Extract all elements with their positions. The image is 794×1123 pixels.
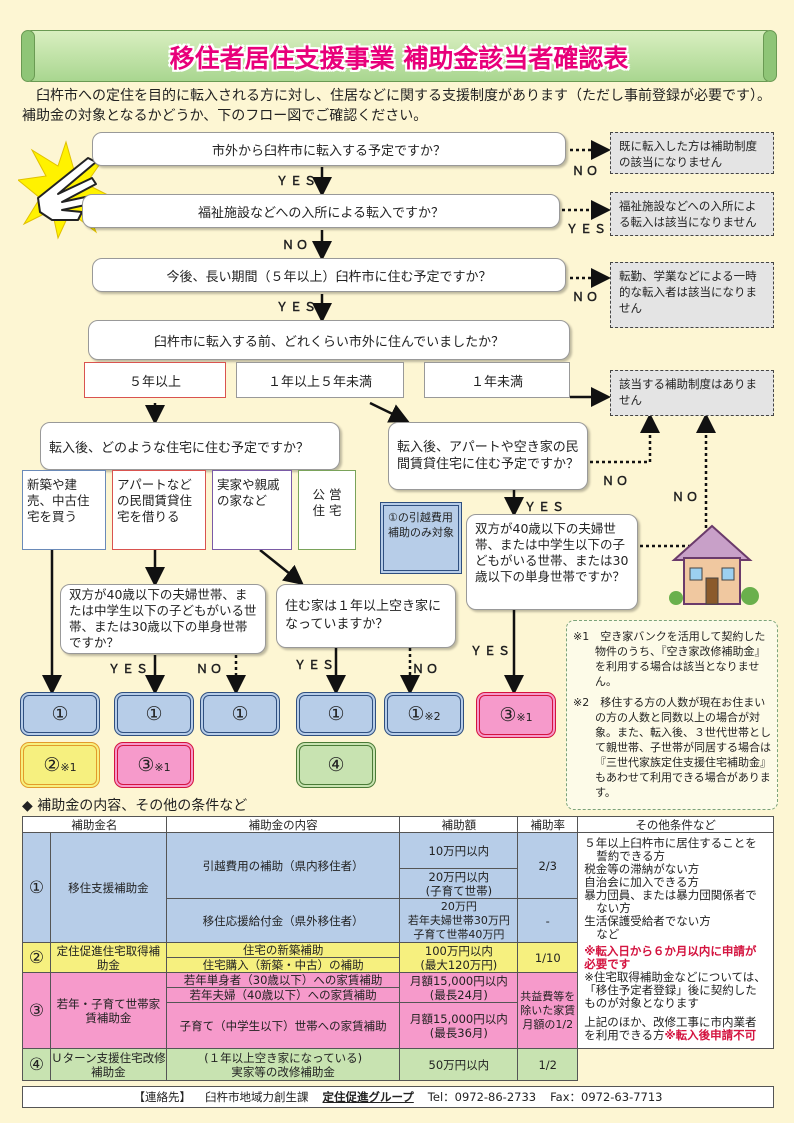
- housing-public: 公 営 住 宅: [298, 470, 356, 550]
- result-1b: ①: [114, 692, 194, 736]
- table-row: ② 定住促進住宅取得補助金 住宅の新築補助 100万円以内 (最大120万円) …: [22, 942, 774, 973]
- footnote-2: ※2 移住する方の人数が現在お住まいの方の人数と同数以上の場合が対象。また、転入…: [573, 696, 771, 799]
- question-5: 転入後、どのような住宅に住む予定ですか？: [40, 422, 340, 470]
- label-no-3: ＮＯ: [572, 290, 601, 304]
- page-title: 移住者居住支援事業 補助金該当者確認表: [169, 44, 629, 73]
- option-1-to-5-years: １年以上５年未満: [236, 362, 404, 398]
- table-row: 移住応援給付金（県外移住者） 20万円 若年夫婦世帯30万円 子育て世帯40万円…: [23, 898, 774, 943]
- label-yes-7: ＹＥＳ: [108, 662, 151, 676]
- option-under-1-year: １年未満: [424, 362, 570, 398]
- result-1-note2: ①※2: [384, 692, 464, 736]
- banner-curl-right: [763, 30, 777, 82]
- result-1c: ①: [200, 692, 280, 736]
- pointing-hand-icon: [18, 140, 114, 240]
- result-4: ④: [296, 742, 376, 788]
- label-no-1: ＮＯ: [572, 164, 601, 178]
- result-1d: ①: [296, 692, 376, 736]
- note-welfare-facility: 福祉施設などへの入所による転入は該当になりません: [610, 192, 774, 236]
- only-moving-cost-note: ①の引越費用補助のみ対象: [380, 502, 462, 574]
- contact-tel: Tel：0972-86-2733: [427, 1090, 537, 1104]
- result-2-note1: ②※1: [20, 742, 100, 788]
- housing-family-home: 実家や親戚の家など: [212, 470, 292, 550]
- title-banner: 移住者居住支援事業 補助金該当者確認表: [21, 30, 777, 82]
- label-yes-8: ＹＥＳ: [294, 658, 337, 672]
- col-header-name: 補助金名: [22, 816, 167, 833]
- question-6: 転入後、アパートや空き家の民間賃貸住宅に住む予定ですか？: [388, 422, 588, 490]
- question-2: 福祉施設などへの入所による転入ですか？: [82, 194, 560, 228]
- question-1: 市外から臼杵市に転入する予定ですか？: [92, 132, 566, 166]
- result-3-note1-b: ③※1: [114, 742, 194, 788]
- label-yes-1: ＹＥＳ: [276, 174, 319, 188]
- label-no-7: ＮＯ: [196, 662, 225, 676]
- label-no-2: ＮＯ: [282, 238, 311, 252]
- table-row: 子育て（中学生以下）世帯への家賃補助 月額15,000円以内 (最長36月): [23, 1002, 774, 1049]
- conditions-cell: ５年以上臼杵市に居住することを誓約できる方 税金等の滞納がない方 自治会に加入で…: [577, 832, 774, 1049]
- note-not-applicable: 該当する補助制度はありません: [610, 370, 774, 416]
- housing-rent: アパートなどの民間賃貸住宅を借りる: [112, 470, 206, 550]
- contact-bar: 【連絡先】 臼杵市地域力創生課 定住促進グループ Tel：0972-86-273…: [22, 1086, 774, 1108]
- result-3-note1-a: ③※1: [476, 692, 556, 738]
- table-header-row: 補助金名 補助金の内容 補助額 補助率 その他条件など: [22, 816, 774, 833]
- note-temporary: 転勤、学業などによる一時的な転入者は該当になりません: [610, 262, 774, 328]
- footnote-1: ※1 空き家バンクを活用して契約した物件のうち、『空き家改修補助金』を利用する場…: [573, 630, 766, 688]
- table-row: 住宅購入（新築・中古）の補助: [23, 957, 774, 973]
- table-row: ④ Ｕターン支援住宅改修補助金 (１年以上空き家になっている) 実家等の改修補助…: [22, 1048, 774, 1081]
- subsidy-table: 補助金名 補助金の内容 補助額 補助率 その他条件など ① 移住支援補助金 引越…: [22, 816, 774, 1081]
- question-8: 住む家は１年以上空き家になっていますか？: [276, 584, 456, 648]
- col-header-content: 補助金の内容: [165, 816, 401, 833]
- footnotes-box: ※1 空き家バンクを活用して契約した物件のうち、『空き家改修補助金』を利用する場…: [566, 620, 778, 810]
- option-5-years-plus: ５年以上: [84, 362, 226, 398]
- note-already-moved: 既に転入した方は補助制度の該当になりません: [610, 132, 774, 174]
- contact-group: 定住促進グループ: [322, 1090, 414, 1104]
- label-yes-3: ＹＥＳ: [276, 300, 319, 314]
- result-1a: ①: [20, 692, 100, 736]
- question-7: 双方が40歳以下の夫婦世帯、または中学生以下の子どもがいる世帯、または30歳以下…: [60, 584, 266, 654]
- label-no-9: ＮＯ: [672, 490, 701, 504]
- label-no-8: ＮＯ: [412, 662, 441, 676]
- housing-buy: 新築や建売、中古住宅を買う: [22, 470, 106, 550]
- col-header-amount: 補助額: [399, 816, 519, 833]
- table-row: 20万円以内 (子育て世帯): [23, 868, 774, 899]
- col-header-rate: 補助率: [517, 816, 579, 833]
- contact-fax: Fax：0972-63-7713: [550, 1090, 663, 1104]
- label-yes-9: ＹＥＳ: [470, 644, 513, 658]
- table-row: ① 移住支援補助金 引越費用の補助（県内移住者） 10万円以内 2/3 ５年以上…: [22, 832, 774, 1049]
- section-title: ◆ 補助金の内容、その他の条件など: [22, 798, 248, 814]
- label-yes-6: ＹＥＳ: [524, 500, 567, 514]
- question-4: 臼杵市に転入する前、どれくらい市外に住んでいましたか？: [88, 320, 570, 360]
- banner-curl-left: [21, 30, 35, 82]
- question-3: 今後、長い期間（５年以上）臼杵市に住む予定ですか？: [92, 258, 566, 292]
- label-yes-2: ＹＥＳ: [566, 222, 609, 236]
- intro-text: 臼杵市への定住を目的に転入される方に対し、住居などに関する支援制度があります（た…: [22, 88, 771, 124]
- table-row: ③ 若年・子育て世帯家賃補助金 若年単身者（30歳以下）への家賃補助 月額15,…: [22, 972, 774, 1049]
- col-header-conditions: その他条件など: [577, 816, 774, 833]
- question-9: 双方が40歳以下の夫婦世帯、または中学生以下の子どもがいる世帯、または30歳以下…: [466, 514, 638, 610]
- house-icon: [669, 524, 759, 605]
- label-no-6: ＮＯ: [602, 474, 631, 488]
